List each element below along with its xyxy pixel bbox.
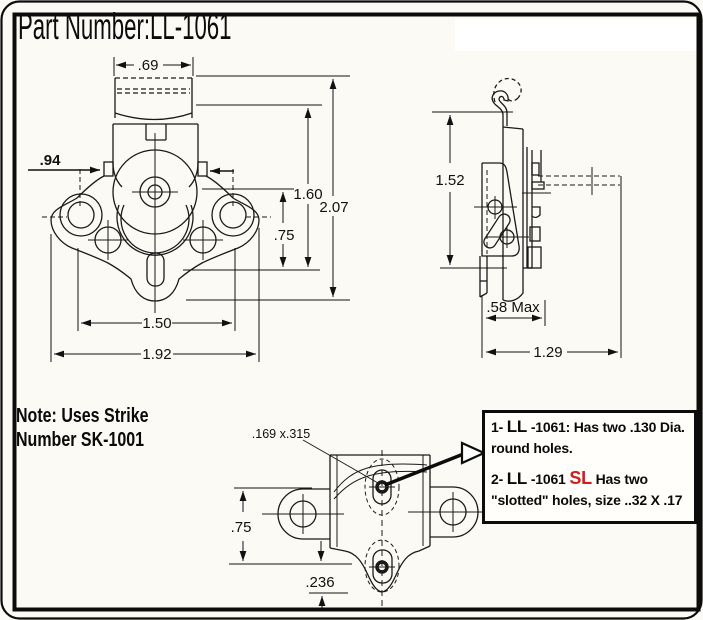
- callout-item-1-cont: round holes.: [491, 440, 573, 456]
- bottom-view-drawing: [262, 439, 494, 608]
- strike-note-line1: Note: Uses Strike: [16, 405, 149, 427]
- dim-hole-drop-label: .75: [274, 227, 295, 244]
- dim-depth-total-label: 1.29: [533, 344, 562, 361]
- callout-item2-sl-variant: SL: [569, 468, 592, 488]
- bottom-view-dimensions: [229, 487, 352, 610]
- dim-total-width-label: 1.92: [142, 346, 171, 363]
- page-title: Part Number:LL-1061: [18, 6, 232, 47]
- hole-spec-callout-box: 1- LL -1061: Has two .130 Dia. round hol…: [482, 410, 697, 524]
- callout-item1-part: LL: [506, 417, 528, 436]
- callout-item1-number: 1-: [491, 419, 507, 435]
- front-view-drawing: [42, 77, 271, 313]
- side-view-drawing: [474, 77, 620, 302]
- strike-note-line2: Number SK-1001: [16, 429, 145, 451]
- callout-arrow: [384, 441, 487, 487]
- dim-slot-size-label: .169 x.315: [252, 427, 310, 441]
- dim-height-inner-label: 1.60: [293, 186, 322, 203]
- front-view-dim-labels: .69 .94 1.60 2.07 .75 1.50 1.92: [40, 57, 349, 363]
- hook-icon: [491, 90, 509, 126]
- callout-item2-part: LL: [506, 469, 528, 488]
- dim-height-total-label: 2.07: [319, 199, 348, 216]
- bottom-view-dim-labels: .169 x.315 .75 .236: [228, 427, 335, 591]
- callout-item2-text2: Has two: [591, 471, 648, 487]
- dim-slot-spacing-label: .75: [231, 519, 252, 536]
- inner-border: [12, 12, 701, 612]
- callout-item1-text: -1061: Has two .130 Dia.: [527, 419, 685, 435]
- dim-side-height-label: 1.52: [435, 172, 464, 189]
- white-patch: [455, 19, 697, 51]
- callout-item-1: 1- LL -1061: Has two .130 Dia.: [491, 416, 688, 438]
- dim-hole-spacing-label: 1.50: [142, 315, 171, 332]
- dim-depth-max-label: .58 Max: [486, 299, 540, 316]
- dim-knob-width-label: .69: [138, 57, 159, 74]
- callout-item2-text: -1061: [527, 471, 570, 487]
- side-view-dim-labels: 1.52 .58 Max 1.29: [434, 171, 565, 361]
- callout-item-2: 2- LL -1061 SL Has two: [491, 468, 688, 490]
- callout-spacer: [491, 459, 688, 468]
- dim-tip-offset-label: .236: [305, 574, 334, 591]
- callout-arrowhead-icon: [460, 441, 487, 465]
- front-view-dimensions: [28, 57, 350, 362]
- dim-tab-width-label: .94: [40, 152, 62, 169]
- strike-note: Note: Uses Strike Number SK-1001: [16, 404, 149, 452]
- hook-open-outline: [493, 77, 522, 103]
- side-view-dimensions: [432, 111, 622, 358]
- callout-item2-number: 2-: [491, 471, 507, 487]
- callout-item-2-cont: "slotted" holes, size ..32 X .17: [491, 492, 683, 508]
